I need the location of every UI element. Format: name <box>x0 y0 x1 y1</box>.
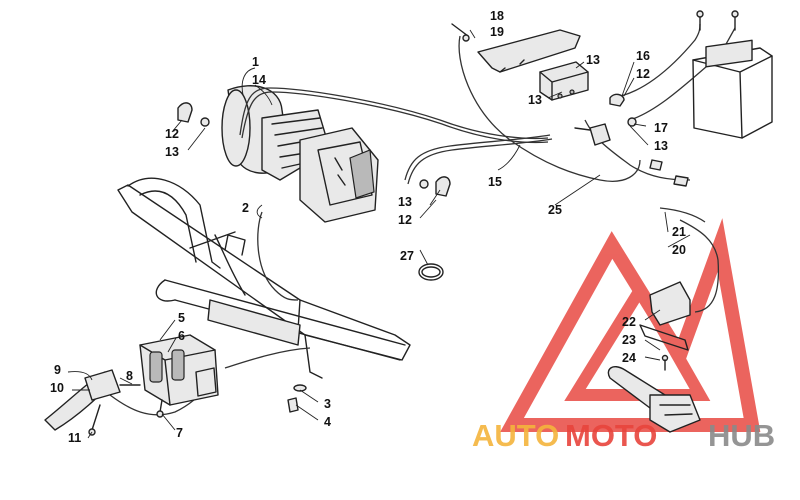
clamp-ring <box>418 263 444 281</box>
callout-14: 14 <box>252 73 266 87</box>
callout-leaders <box>67 29 691 439</box>
nut-icon <box>200 117 210 127</box>
boot-cap-icon <box>177 102 193 123</box>
callout-11: 11 <box>68 431 81 445</box>
cable-25 <box>458 35 641 182</box>
callout-labels: 1 14 12 13 2 13 12 15 18 19 13 13 16 12 … <box>50 9 686 445</box>
bolt-hardware <box>156 384 307 418</box>
callout-25: 25 <box>548 203 562 217</box>
callout-4: 4 <box>324 415 331 429</box>
cable-15 <box>404 134 551 181</box>
watermark-triangle-outer <box>500 218 761 432</box>
cable-21 <box>659 207 706 223</box>
cable-harness-to-control <box>224 347 311 369</box>
rocker-switch-assembly <box>139 334 219 406</box>
nut-icon <box>419 179 429 189</box>
callout-24: 24 <box>622 351 636 365</box>
front-bumper-frame <box>117 177 411 379</box>
callout-7: 7 <box>176 426 183 440</box>
callout-26: 19 <box>490 25 504 39</box>
nut-washer-hardware <box>177 102 451 197</box>
callout-13-right: 13 <box>654 139 668 153</box>
wiring-cables <box>109 23 736 416</box>
callout-13-mid: 13 <box>398 195 412 209</box>
callout-5: 5 <box>178 311 185 325</box>
callout-12-left: 12 <box>165 127 179 141</box>
solenoid-contactor <box>539 61 589 101</box>
cable-14b <box>241 91 549 144</box>
callout-12-mid: 12 <box>398 213 412 227</box>
callout-6: 6 <box>178 329 185 343</box>
hand-grip-switch <box>607 366 701 433</box>
mounting-bracket <box>451 23 581 73</box>
callout-9: 9 <box>54 363 61 377</box>
watermark-moto: MOTO <box>565 418 657 453</box>
terminal-hardware <box>609 93 689 187</box>
callout-12-right: 12 <box>636 67 650 81</box>
callout-16: 16 <box>636 49 650 63</box>
callout-18: 13 <box>586 53 600 67</box>
callout-13-top: 13 <box>528 93 542 107</box>
cable-14 <box>239 87 549 140</box>
cable-15b <box>407 138 553 185</box>
callout-23: 23 <box>622 333 636 347</box>
callout-22: 22 <box>622 315 636 329</box>
battery <box>692 10 773 139</box>
callout-20: 20 <box>672 243 686 257</box>
watermark-wordmark: AUTO MOTO HUB <box>472 418 775 453</box>
callout-19: 18 <box>490 9 504 23</box>
callout-21: 21 <box>672 225 686 239</box>
callout-13-left: 13 <box>165 145 179 159</box>
callout-8: 8 <box>126 369 133 383</box>
callout-3: 3 <box>324 397 331 411</box>
cable-20 <box>679 219 720 313</box>
watermark-hub: HUB <box>708 418 775 453</box>
callout-17: 17 <box>654 121 668 135</box>
callout-1: 1 <box>252 55 259 69</box>
callout-2: 2 <box>242 201 249 215</box>
watermark-auto: AUTO <box>472 418 559 453</box>
connector-plug <box>574 123 611 146</box>
callout-27: 27 <box>400 249 414 263</box>
handlebar-control <box>44 369 141 436</box>
callout-15: 15 <box>488 175 502 189</box>
switch-housing-bracket <box>639 281 691 371</box>
winch-assembly <box>221 85 379 223</box>
callout-10: 10 <box>50 381 64 395</box>
cable-2 <box>257 211 299 301</box>
cable-to-battery-16 <box>609 23 701 99</box>
